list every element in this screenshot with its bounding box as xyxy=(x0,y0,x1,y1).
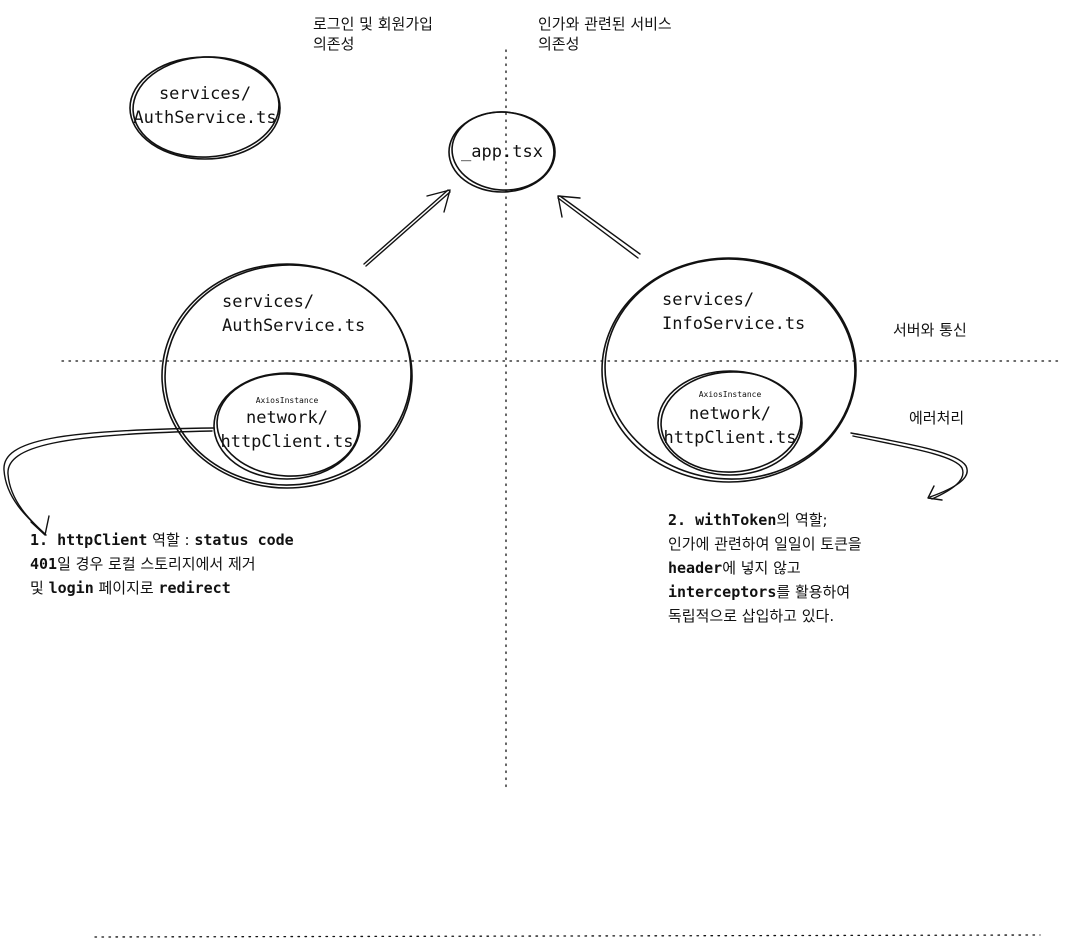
auth-network-label: network/ httpClient.ts xyxy=(212,406,362,454)
auth-axios-tag: AxiosInstance xyxy=(255,396,319,405)
note1-line2: 401일 경우 로컬 스토리지에서 제거 xyxy=(30,552,294,576)
app-ellipse xyxy=(448,111,556,193)
note2-line4-a: interceptors xyxy=(668,583,777,601)
note2-line1-b: 의 역할; xyxy=(776,511,828,529)
note1-line1: 1. httpClient 역할 : status code xyxy=(30,528,294,552)
auth-service-top-line2: AuthService.ts xyxy=(133,108,277,128)
info-service-label: services/ InfoService.ts xyxy=(662,288,805,336)
note1-line3-b: login xyxy=(48,579,94,597)
auth-network-line1: network/ xyxy=(246,408,328,428)
note1-line3: 및 login 페이지로 redirect xyxy=(30,576,294,600)
arrow-httpclient-to-note1 xyxy=(3,427,215,536)
auth-service-top-label: services/ AuthService.ts xyxy=(130,82,280,130)
right-heading: 인가와 관련된 서비스 의존성 xyxy=(538,14,672,54)
error-handling-label: 에러처리 xyxy=(909,409,965,427)
bottom-divider xyxy=(94,934,1041,938)
note1-line2-b: 일 경우 로컬 스토리지에서 제거 xyxy=(57,555,256,573)
auth-service-line2: AuthService.ts xyxy=(222,316,366,336)
auth-network-line2: httpClient.ts xyxy=(220,432,354,452)
note2-line5: 독립적으로 삽입하고 있다. xyxy=(668,607,835,625)
note1-line3-a: 및 xyxy=(30,579,49,597)
arrow-auth-to-app xyxy=(363,189,451,267)
note-withtoken-role: 2. withToken의 역할; 인가에 관련하여 일일이 토큰을 heade… xyxy=(668,508,862,628)
note2-line2: 인가에 관련하여 일일이 토큰을 xyxy=(668,535,862,553)
auth-service-label: services/ AuthService.ts xyxy=(222,290,365,338)
info-network-ellipse xyxy=(657,370,803,476)
note1-line1-b: 역할 : xyxy=(147,531,195,549)
app-label: _app.tsx xyxy=(461,142,543,162)
note1-line2-a: 401 xyxy=(30,555,58,573)
left-heading: 로그인 및 회원가입 의존성 xyxy=(313,14,433,54)
note2-line3: header에 넣지 않고 xyxy=(668,556,862,580)
server-comm-label: 서버와 통신 xyxy=(893,321,967,339)
note1-line1-a: 1. httpClient xyxy=(30,531,148,549)
arrow-httpclient-to-note2 xyxy=(850,432,968,501)
note2-line4-b: 를 활용하여 xyxy=(776,583,851,601)
info-service-ellipse xyxy=(601,257,857,483)
info-axios-tag: AxiosInstance xyxy=(698,390,762,399)
info-network-line2: httpClient.ts xyxy=(663,428,797,448)
note2-line1: 2. withToken의 역할; xyxy=(668,508,862,532)
note1-line3-d: redirect xyxy=(158,579,231,597)
info-network-line1: network/ xyxy=(689,404,771,424)
note2-line3-b: 에 넣지 않고 xyxy=(722,559,801,577)
arrow-info-to-app xyxy=(557,195,641,259)
info-network-label: network/ httpClient.ts xyxy=(655,402,805,450)
auth-service-line1: services/ xyxy=(222,292,315,312)
right-heading-line2: 의존성 xyxy=(538,35,580,53)
note2-line1-a: 2. withToken xyxy=(668,511,777,529)
auth-service-top-ellipse xyxy=(129,56,281,160)
note1-line1-c: status code xyxy=(194,531,294,549)
info-service-line2: InfoService.ts xyxy=(662,314,806,334)
right-heading-line1: 인가와 관련된 서비스 xyxy=(538,15,672,33)
auth-service-ellipse xyxy=(161,263,413,489)
auth-service-top-line1: services/ xyxy=(158,84,252,104)
note2-line4: interceptors를 활용하여 xyxy=(668,580,862,604)
note-httpclient-role: 1. httpClient 역할 : status code 401일 경우 로… xyxy=(30,528,294,600)
note2-line3-a: header xyxy=(668,559,723,577)
left-heading-line2: 의존성 xyxy=(313,35,355,53)
left-heading-line1: 로그인 및 회원가입 xyxy=(313,15,433,33)
auth-network-ellipse xyxy=(213,372,361,480)
note1-line3-c: 페이지로 xyxy=(93,579,159,597)
info-service-line1: services/ xyxy=(662,290,755,310)
